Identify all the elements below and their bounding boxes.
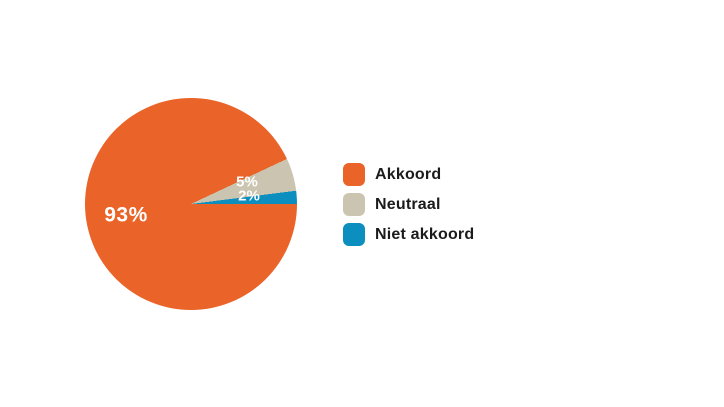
legend-label-niet-akkoord: Niet akkoord	[375, 225, 475, 243]
legend-item-niet-akkoord: Niet akkoord	[343, 223, 474, 246]
legend-label-akkoord: Akkoord	[375, 165, 442, 183]
legend: Akkoord Neutraal Niet akkoord	[343, 163, 474, 246]
pie-slice-label: 5%	[236, 173, 258, 191]
legend-label-neutraal: Neutraal	[375, 195, 441, 213]
pie-slice-label: 93%	[104, 203, 148, 227]
pie-circle	[85, 98, 297, 310]
pie-slice-label: 2%	[238, 187, 260, 205]
legend-swatch-niet-akkoord	[343, 223, 365, 246]
pie-chart: 93% 5% 2%	[85, 98, 297, 310]
legend-item-neutraal: Neutraal	[343, 193, 474, 216]
legend-swatch-akkoord	[343, 163, 365, 186]
legend-item-akkoord: Akkoord	[343, 163, 474, 186]
legend-swatch-neutraal	[343, 193, 365, 216]
